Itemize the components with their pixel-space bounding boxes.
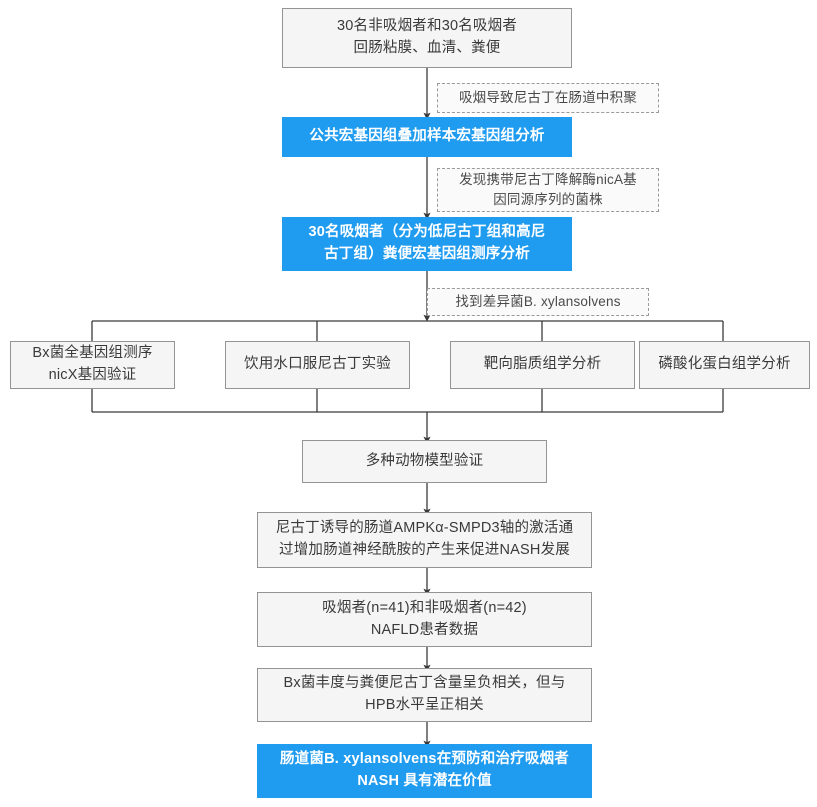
node-correlation: Bx菌丰度与粪便尼古丁含量呈负相关，但与 HPB水平呈正相关 — [257, 668, 592, 722]
note-b-xylansolvens: 找到差异菌B. xylansolvens — [427, 288, 649, 316]
node-branch-genome-sequencing: Bx菌全基因组测序 nicX基因验证 — [10, 341, 175, 389]
node-patient-data: 吸烟者(n=41)和非吸烟者(n=42) NAFLD患者数据 — [257, 592, 592, 647]
note-nicotine-accumulation: 吸烟导致尼古丁在肠道中积聚 — [437, 83, 659, 113]
node-smoker-metagenome: 30名吸烟者（分为低尼古丁组和高尼 古丁组）粪便宏基因组测序分析 — [282, 217, 572, 271]
node-animal-models: 多种动物模型验证 — [302, 440, 547, 483]
note-nica-strains: 发现携带尼古丁降解酶nicA基 因同源序列的菌株 — [437, 168, 659, 212]
node-mechanism: 尼古丁诱导的肠道AMPKα-SMPD3轴的激活通 过增加肠道神经酰胺的产生来促进… — [257, 512, 592, 568]
node-cohort: 30名非吸烟者和30名吸烟者 回肠粘膜、血清、粪便 — [282, 8, 572, 68]
node-public-metagenome: 公共宏基因组叠加样本宏基因组分析 — [282, 117, 572, 157]
node-branch-oral-nicotine: 饮用水口服尼古丁实验 — [225, 341, 410, 389]
node-branch-lipidomics: 靶向脂质组学分析 — [450, 341, 635, 389]
node-conclusion: 肠道菌B. xylansolvens在预防和治疗吸烟者 NASH 具有潜在价值 — [257, 744, 592, 798]
node-branch-phosphoproteomics: 磷酸化蛋白组学分析 — [639, 341, 810, 389]
